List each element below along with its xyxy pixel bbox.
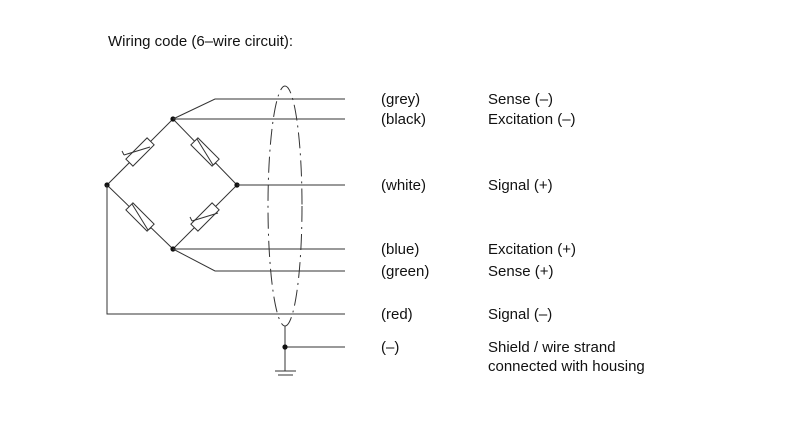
wire-color-red: (red) — [381, 306, 413, 323]
strain-gauge-bottom-right — [189, 202, 220, 232]
wire-color-white: (white) — [381, 177, 426, 194]
strain-gauge-top-right — [190, 137, 220, 167]
wire-grey — [172, 98, 345, 120]
wire-function-shield: Shield / wire strand — [488, 339, 616, 356]
wire-green — [172, 248, 345, 272]
wire-function-shield-line2: connected with housing — [488, 358, 645, 375]
ground-icon — [275, 370, 296, 376]
wire-color-labels: (grey) (black) (white) (blue) (green) (r… — [381, 91, 429, 356]
wire-function-excitation-plus: Excitation (+) — [488, 241, 576, 258]
diagram-title: Wiring code (6–wire circuit): — [108, 33, 293, 50]
wire-function-signal-plus: Signal (+) — [488, 177, 553, 194]
cable-shield — [267, 85, 303, 327]
strain-gauge-bottom-left — [125, 202, 155, 232]
wire-function-labels: Sense (–) Excitation (–) Signal (+) Exci… — [488, 91, 645, 375]
wire-function-sense-plus: Sense (+) — [488, 263, 553, 280]
wire-function-sense-minus: Sense (–) — [488, 91, 553, 108]
wire-color-blue: (blue) — [381, 241, 419, 258]
wheatstone-bridge — [104, 116, 240, 252]
wire-color-black: (black) — [381, 111, 426, 128]
wire-red — [106, 185, 345, 315]
shield-ground-connection — [275, 326, 345, 376]
cable-wires — [106, 98, 345, 315]
wire-color-grey: (grey) — [381, 91, 420, 108]
wire-color-green: (green) — [381, 263, 429, 280]
wire-function-excitation-minus: Excitation (–) — [488, 111, 576, 128]
wire-color-shield: (–) — [381, 339, 399, 356]
strain-gauge-top-left — [121, 137, 155, 167]
wire-function-signal-minus: Signal (–) — [488, 306, 552, 323]
